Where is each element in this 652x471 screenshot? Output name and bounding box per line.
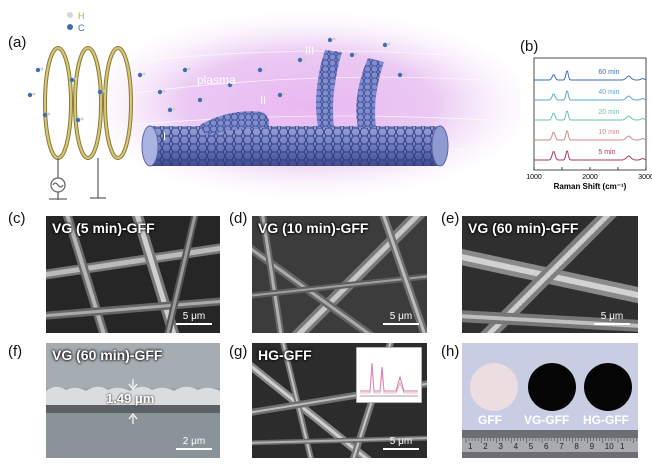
raman-time-labels: 60 min 40 min 20 min 10 min 5 min bbox=[598, 69, 619, 156]
ruler-number-8: 9 bbox=[590, 442, 595, 451]
raman-tick-label-0: 1000 bbox=[526, 174, 542, 181]
raman-time-label-3: 10 min bbox=[598, 129, 619, 136]
sample-label-vg-gff: VG-GFF bbox=[524, 413, 570, 427]
panel-b: (b) 60 min 40 min 20 min 10 min 5 min 1000 20… bbox=[520, 0, 652, 200]
scale-bar-d: 5 μm bbox=[383, 311, 419, 325]
ruler-number-1: 2 bbox=[483, 442, 488, 451]
panel-label-c: (c) bbox=[8, 210, 26, 227]
thickness-label: 1.49 μm bbox=[106, 391, 155, 406]
plasma-label: plasma bbox=[197, 73, 236, 87]
inset-raman-spectrum bbox=[356, 347, 422, 403]
sem-image-c: VG (5 min)-GFF 5 μm bbox=[46, 216, 220, 333]
scale-bar-e: 5 μm bbox=[594, 311, 630, 325]
sample-label-hg-gff: HG-GFF bbox=[583, 413, 629, 427]
panel-label-e: (e) bbox=[441, 210, 460, 227]
ruler-number-5: 6 bbox=[544, 442, 549, 451]
sample-disc-vg-gff bbox=[528, 363, 576, 411]
ruler-ticks: 1 2 3 4 5 6 7 8 9 10 1 bbox=[465, 438, 637, 451]
fiber-texture bbox=[252, 216, 427, 333]
sem-title-e: VG (60 min)-GFF bbox=[468, 220, 579, 236]
ruler-number-3: 4 bbox=[514, 442, 519, 451]
scale-bar-g: 5 μm bbox=[383, 436, 419, 450]
scale-label-g: 5 μm bbox=[389, 436, 413, 447]
raman-curve-3 bbox=[534, 130, 647, 141]
cross-section-texture bbox=[46, 343, 220, 458]
sem-image-e: VG (60 min)-GFF 5 μm bbox=[462, 216, 638, 333]
ruler-number-6: 7 bbox=[559, 442, 564, 451]
raman-spectra-plot: 60 min 40 min 20 min 10 min 5 min 1000 2000 30… bbox=[526, 57, 652, 191]
panel-label-d: (d) bbox=[229, 210, 248, 227]
sample-disc-hg-gff bbox=[584, 363, 632, 411]
sem-image-g: HG-GFF 5 μm bbox=[252, 343, 427, 458]
ruler-number-10: 1 bbox=[620, 442, 625, 451]
scale-label-d: 5 μm bbox=[389, 311, 413, 322]
vertical-graphene-sheets bbox=[316, 50, 384, 128]
panel-label-g: (g) bbox=[229, 343, 248, 360]
sem-image-d: VG (10 min)-GFF 5 μm bbox=[252, 216, 427, 333]
stage-2-label: II bbox=[260, 95, 266, 107]
scale-bar-f: 2 μm bbox=[176, 436, 212, 450]
raman-ticks: 1000 2000 3000 bbox=[526, 167, 652, 181]
raman-frame bbox=[533, 57, 647, 171]
scale-label-e: 5 μm bbox=[600, 311, 624, 322]
fiber-texture bbox=[462, 216, 638, 333]
stage-1-label: I bbox=[163, 131, 166, 143]
ruler-number-0: 1 bbox=[468, 442, 473, 451]
panel-label-f: (f) bbox=[8, 343, 23, 360]
raman-time-label-2: 20 min bbox=[598, 109, 619, 116]
scale-bar-c: 5 μm bbox=[176, 311, 212, 325]
raman-curve-1 bbox=[534, 90, 647, 101]
raman-curves bbox=[534, 70, 647, 161]
panel-a: H C plasma I II III (a) bbox=[0, 0, 530, 200]
scale-label-c: 5 μm bbox=[182, 311, 206, 322]
sample-label-gff: GFF bbox=[478, 413, 502, 427]
ruler-number-9: 10 bbox=[605, 442, 614, 451]
ruler-number-7: 8 bbox=[574, 442, 579, 451]
plasma-schematic: H C plasma I II III bbox=[27, 10, 530, 200]
legend-h-label: H bbox=[78, 11, 85, 21]
ruler-number-2: 3 bbox=[498, 442, 503, 451]
raman-curve-0 bbox=[534, 70, 647, 81]
sem-title-c: VG (5 min)-GFF bbox=[52, 220, 155, 236]
ruler-number-4: 5 bbox=[529, 442, 534, 451]
photo-h: GFF VG-GFF HG-GFF 1 2 3 4 5 6 7 8 9 10 1 bbox=[462, 343, 638, 458]
panel-label-b: (b) bbox=[520, 38, 539, 55]
raman-tick-label-4: 3000 bbox=[638, 174, 652, 181]
atom-legend: H C bbox=[67, 11, 85, 33]
panel-label-h: (h) bbox=[441, 343, 460, 360]
fiber-tube bbox=[141, 125, 449, 167]
plasma-glow bbox=[70, 10, 530, 200]
sem-image-f: VG (60 min)-GFF 1.49 μm 2 μm bbox=[46, 343, 220, 458]
precursor-molecules bbox=[27, 37, 406, 123]
raman-curve-4 bbox=[534, 150, 647, 161]
raman-time-label-4: 5 min bbox=[598, 149, 615, 156]
legend-c-label: C bbox=[78, 23, 85, 33]
raman-time-label-1: 40 min bbox=[598, 89, 619, 96]
scale-label-f: 2 μm bbox=[182, 436, 206, 447]
sem-title-d: VG (10 min)-GFF bbox=[258, 220, 369, 236]
graphene-flake-2 bbox=[200, 111, 270, 135]
ruler: 1 2 3 4 5 6 7 8 9 10 1 bbox=[462, 430, 638, 458]
panel-label-a: (a) bbox=[8, 34, 27, 51]
fiber-texture bbox=[46, 216, 220, 333]
raman-xlabel: Raman Shift (cm⁻¹) bbox=[554, 182, 627, 191]
raman-curve-2 bbox=[534, 110, 647, 121]
raman-tick-label-2: 2000 bbox=[582, 174, 598, 181]
raman-time-label-0: 60 min bbox=[598, 69, 619, 76]
sem-title-f: VG (60 min)-GFF bbox=[52, 347, 163, 363]
sample-disc-gff bbox=[470, 363, 518, 411]
stage-3-label: III bbox=[305, 45, 314, 57]
rf-source bbox=[49, 158, 106, 200]
sem-title-g: HG-GFF bbox=[258, 347, 312, 363]
